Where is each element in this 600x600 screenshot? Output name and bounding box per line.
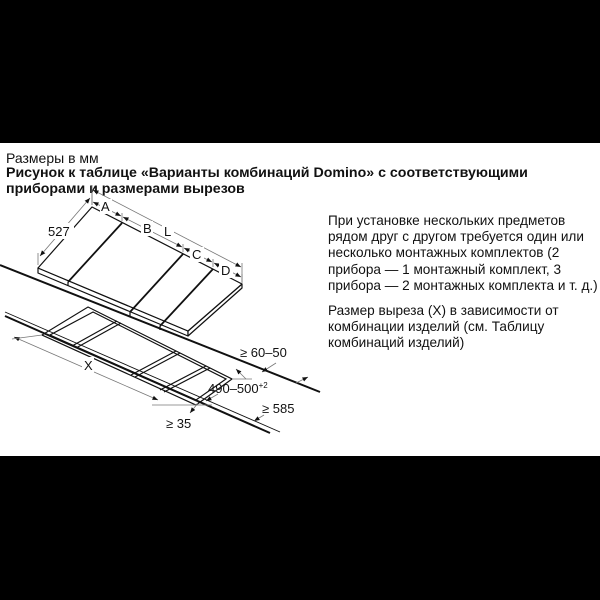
dimension-rear-gap xyxy=(261,362,277,373)
dimension-cutout-depth xyxy=(196,368,252,406)
label-B: B xyxy=(143,221,152,236)
label-L: L xyxy=(164,224,171,239)
installation-diagram: 527 L A B C D xyxy=(0,185,321,434)
label-X: X xyxy=(84,358,93,373)
diagram-sheet: Размеры в мм Рисунок к таблице «Варианты… xyxy=(0,143,600,456)
label-worktop-depth: ≥ 585 xyxy=(262,401,294,416)
label-527: 527 xyxy=(48,224,70,239)
label-C: C xyxy=(192,247,201,262)
label-rear-gap: ≥ 60–50 xyxy=(240,345,287,360)
label-cutout-depth: 490–500+2 xyxy=(208,381,268,396)
note-mounting-kits: При установке нескольких предметов рядом… xyxy=(328,213,598,293)
installation-notes: При установке нескольких предметов рядом… xyxy=(328,213,598,361)
label-D: D xyxy=(221,263,230,278)
dimension-depth-527: 527 xyxy=(37,193,93,265)
note-cutout-size: Размер выреза (X) в зависимости от комби… xyxy=(328,303,559,351)
units-caption: Размеры в мм xyxy=(6,150,99,166)
label-front-gap: ≥ 35 xyxy=(166,416,191,431)
label-A: A xyxy=(101,199,110,214)
dimension-worktop-depth xyxy=(253,376,309,422)
